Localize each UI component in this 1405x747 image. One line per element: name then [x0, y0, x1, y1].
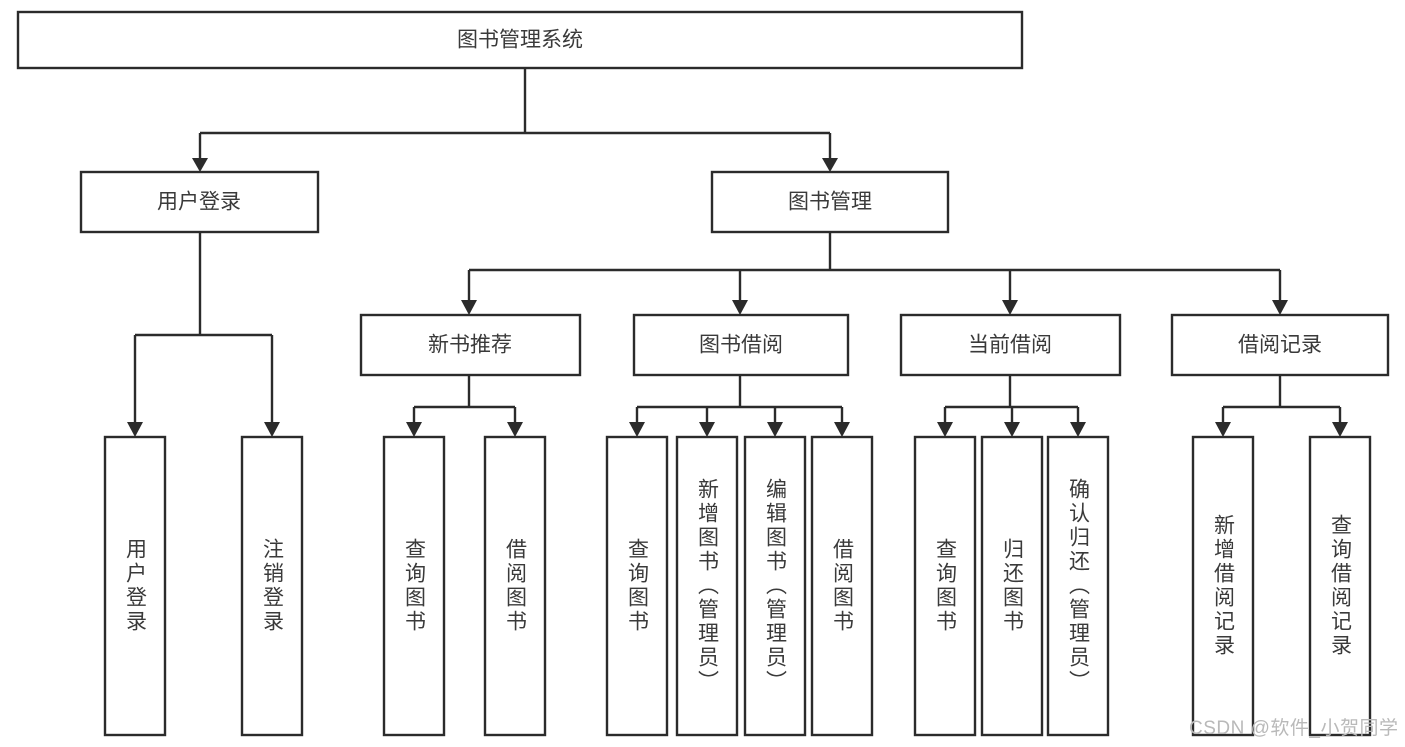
node-leaf-borrow-book-2-box[interactable] — [810, 435, 874, 737]
arrowhead-new-book-recommend — [461, 300, 477, 315]
node-leaf-edit-book-admin[interactable]: 编辑图书（管理员） — [743, 435, 807, 737]
node-leaf-user-login[interactable]: 用户登录 — [103, 435, 167, 737]
node-leaf-edit-book-admin-box[interactable] — [743, 435, 807, 737]
arrowhead-leaf-edit-book-admin — [767, 422, 783, 437]
arrowhead-leaf-confirm-return-admin — [1070, 422, 1086, 437]
arrowhead-leaf-query-borrow-record — [1332, 422, 1348, 437]
node-leaf-logout-login-label: 注销登录 — [261, 538, 285, 634]
node-leaf-borrow-book-2[interactable]: 借阅图书 — [810, 435, 874, 737]
node-leaf-query-book-3[interactable]: 查询图书 — [913, 435, 977, 737]
csdn-watermark: CSDN @软件_小贺同学 — [1189, 718, 1399, 739]
arrowhead-leaf-user-login — [127, 422, 143, 437]
node-book-management[interactable]: 图书管理 — [710, 170, 950, 234]
node-book-management-label: 图书管理 — [788, 191, 872, 214]
node-leaf-add-book-admin[interactable]: 新增图书（管理员） — [675, 435, 739, 737]
node-leaf-query-borrow-record-label: 查询借阅记录 — [1329, 514, 1353, 658]
node-leaf-borrow-book-1-label: 借阅图书 — [504, 538, 528, 634]
node-leaf-query-book-3-label: 查询图书 — [934, 538, 958, 634]
node-leaf-return-book[interactable]: 归还图书 — [980, 435, 1044, 737]
node-leaf-edit-book-admin-label: 编辑图书（管理员） — [764, 478, 788, 694]
node-root[interactable]: 图书管理系统 — [16, 10, 1024, 70]
node-leaf-query-book-2-label: 查询图书 — [626, 538, 650, 634]
node-leaf-user-login-label: 用户登录 — [124, 538, 148, 634]
node-book-borrow-label: 图书借阅 — [699, 334, 783, 357]
node-user-login-label: 用户登录 — [157, 191, 241, 214]
node-leaf-query-book-2[interactable]: 查询图书 — [605, 435, 669, 737]
arrowhead-leaf-logout-login — [264, 422, 280, 437]
arrowhead-book-management — [822, 158, 838, 172]
node-new-book-recommend-label: 新书推荐 — [428, 334, 512, 357]
node-leaf-borrow-book-1-box[interactable] — [483, 435, 547, 737]
arrowhead-leaf-borrow-book-1 — [507, 422, 523, 437]
arrowhead-user-login — [192, 158, 208, 172]
node-current-borrow-label: 当前借阅 — [968, 334, 1052, 357]
node-leaf-query-borrow-record-box[interactable] — [1308, 435, 1372, 737]
arrowhead-book-borrow — [732, 300, 748, 315]
node-leaf-query-book-1-label: 查询图书 — [403, 538, 427, 634]
node-current-borrow-box[interactable] — [899, 313, 1122, 377]
connector-layer — [127, 68, 1348, 437]
node-leaf-add-book-admin-label: 新增图书（管理员） — [696, 478, 720, 694]
node-leaf-add-borrow-record-label: 新增借阅记录 — [1212, 514, 1236, 658]
node-leaf-query-book-1-box[interactable] — [382, 435, 446, 737]
node-borrow-record[interactable]: 借阅记录 — [1170, 313, 1390, 377]
arrowhead-leaf-query-book-2 — [629, 422, 645, 437]
arrowhead-leaf-borrow-book-2 — [834, 422, 850, 437]
node-leaf-query-book-3-box[interactable] — [913, 435, 977, 737]
node-new-book-recommend[interactable]: 新书推荐 — [359, 313, 582, 377]
node-user-login[interactable]: 用户登录 — [79, 170, 320, 234]
node-leaf-add-borrow-record[interactable]: 新增借阅记录 — [1191, 435, 1255, 737]
node-leaf-confirm-return-admin-box[interactable] — [1046, 435, 1110, 737]
node-leaf-add-book-admin-box[interactable] — [675, 435, 739, 737]
node-leaf-borrow-book-2-label: 借阅图书 — [831, 538, 855, 634]
node-new-book-recommend-box[interactable] — [359, 313, 582, 377]
node-root-label: 图书管理系统 — [457, 29, 583, 52]
arrowhead-current-borrow — [1002, 300, 1018, 315]
arrowhead-leaf-query-book-3 — [937, 422, 953, 437]
arrowhead-leaf-add-book-admin — [699, 422, 715, 437]
node-leaf-confirm-return-admin[interactable]: 确认归还（管理员） — [1046, 435, 1110, 737]
node-book-management-box[interactable] — [710, 170, 950, 234]
node-leaf-return-book-label: 归还图书 — [1001, 538, 1025, 634]
node-user-login-box[interactable] — [79, 170, 320, 234]
node-borrow-record-box[interactable] — [1170, 313, 1390, 377]
node-leaf-query-book-2-box[interactable] — [605, 435, 669, 737]
node-leaf-query-borrow-record[interactable]: 查询借阅记录 — [1308, 435, 1372, 737]
arrowhead-leaf-add-borrow-record — [1215, 422, 1231, 437]
node-leaf-return-book-box[interactable] — [980, 435, 1044, 737]
node-book-borrow[interactable]: 图书借阅 — [632, 313, 850, 377]
node-book-borrow-box[interactable] — [632, 313, 850, 377]
node-leaf-user-login-box[interactable] — [103, 435, 167, 737]
node-leaf-borrow-book-1[interactable]: 借阅图书 — [483, 435, 547, 737]
node-leaf-logout-login-box[interactable] — [240, 435, 304, 737]
arrowhead-borrow-record — [1272, 300, 1288, 315]
node-leaf-logout-login[interactable]: 注销登录 — [240, 435, 304, 737]
arrowhead-leaf-query-book-1 — [406, 422, 422, 437]
arrowhead-leaf-return-book — [1004, 422, 1020, 437]
node-borrow-record-label: 借阅记录 — [1238, 334, 1322, 357]
node-current-borrow[interactable]: 当前借阅 — [899, 313, 1122, 377]
node-leaf-query-book-1[interactable]: 查询图书 — [382, 435, 446, 737]
node-leaf-add-borrow-record-box[interactable] — [1191, 435, 1255, 737]
node-leaf-confirm-return-admin-label: 确认归还（管理员） — [1067, 478, 1091, 694]
node-root-box[interactable] — [16, 10, 1024, 70]
